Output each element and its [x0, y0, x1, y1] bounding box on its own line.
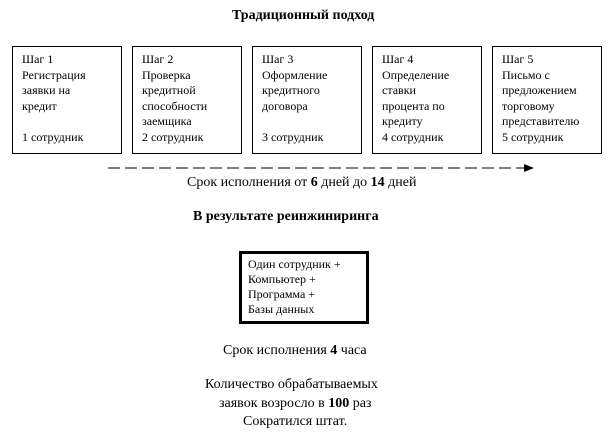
duration-traditional-max: 14: [370, 175, 385, 190]
title-traditional: Традиционный подход: [232, 8, 375, 23]
result-line-program: Программа +: [248, 287, 316, 301]
step-box-4: Шаг 4 Определение ставки процента по кре…: [372, 46, 482, 154]
summary-line-3: Сократился штат.: [243, 414, 348, 429]
duration-new: Срок исполнения 4 часа: [223, 343, 367, 359]
duration-new-value: 4: [330, 343, 338, 358]
step-box-2: Шаг 2 Проверка кредитной способности зае…: [132, 46, 242, 154]
duration-traditional-middle: дней до: [317, 175, 371, 190]
duration-traditional: Срок исполнения от 6 дней до 14 дней: [187, 175, 416, 191]
result-box: Один сотрудник + Компьютер + Программа +…: [239, 251, 369, 324]
summary-line-2-value: 100: [328, 396, 350, 411]
result-line-databases: Базы данных: [248, 302, 315, 316]
step-box-5: Шаг 5 Письмо с предложением торговому пр…: [492, 46, 602, 154]
timeline-arrow-head: [524, 164, 534, 172]
summary-line-1: Количество обрабатываемых: [205, 377, 378, 392]
result-line-employee: Один сотрудник +: [248, 257, 341, 271]
result-line-computer: Компьютер +: [248, 272, 316, 286]
duration-traditional-prefix: Срок исполнения от: [187, 175, 311, 190]
summary-line-2-prefix: заявок возросло в: [219, 396, 329, 411]
duration-traditional-suffix: дней: [384, 175, 417, 190]
step-box-1: Шаг 1 Регистрация заявки на кредит 1 сот…: [12, 46, 122, 154]
duration-traditional-min: 6: [310, 175, 318, 190]
summary-line-2-suffix: раз: [349, 396, 372, 411]
duration-new-suffix: часа: [337, 343, 367, 358]
summary-line-2: заявок возросло в 100 раз: [219, 396, 371, 412]
step-box-3: Шаг 3 Оформление кредитного договора 3 с…: [252, 46, 362, 154]
title-reengineering: В результате реинжиниринга: [193, 209, 379, 224]
duration-new-prefix: Срок исполнения: [223, 343, 331, 358]
timeline-arrow: [108, 164, 534, 172]
